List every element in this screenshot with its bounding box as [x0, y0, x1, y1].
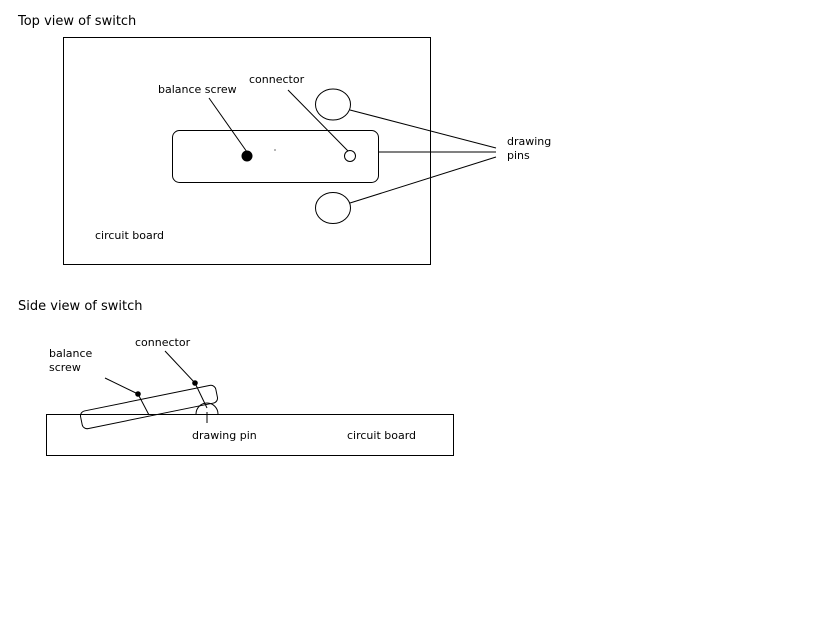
side-balance-screw-label-1: balance — [49, 347, 93, 360]
top-connector-label: connector — [249, 73, 305, 86]
side-drawing-pin — [195, 402, 219, 415]
top-drawing-pins-label-2: pins — [507, 149, 530, 162]
top-drawing-pins-label-1: drawing — [507, 135, 551, 148]
side-balance-screw-leader — [104, 377, 139, 395]
top-pin-lower-leader — [349, 156, 497, 204]
side-view: Side view of switch balance screw connec… — [18, 299, 454, 456]
side-switch-body-group — [79, 384, 219, 430]
top-center-dot — [274, 149, 276, 151]
side-connector-label: connector — [135, 336, 191, 349]
side-balance-screw-label-2: screw — [49, 361, 81, 374]
side-balance-screw-shaft — [137, 393, 150, 416]
top-connector-leader — [287, 89, 349, 152]
top-balance-screw — [241, 150, 253, 162]
top-circuit-board — [63, 37, 431, 265]
side-circuit-board-label: circuit board — [347, 429, 416, 442]
top-balance-screw-label: balance screw — [158, 83, 237, 96]
top-view: Top view of switch balance screw connect… — [17, 14, 551, 265]
top-view-title: Top view of switch — [17, 14, 136, 29]
side-view-title: Side view of switch — [18, 299, 142, 314]
top-connector — [344, 150, 356, 162]
top-circuit-board-label: circuit board — [95, 229, 164, 242]
top-pin-upper-leader — [349, 109, 497, 149]
top-switch-body — [172, 130, 379, 183]
side-connector-leader — [164, 350, 196, 384]
top-drawing-pin-upper — [315, 88, 351, 121]
side-circuit-board — [46, 414, 454, 456]
top-drawing-pin-lower — [315, 192, 351, 224]
side-connector-shaft — [194, 382, 208, 409]
side-drawing-pin-label: drawing pin — [192, 429, 257, 442]
side-switch-body — [79, 384, 219, 430]
top-balance-screw-leader — [208, 97, 248, 153]
